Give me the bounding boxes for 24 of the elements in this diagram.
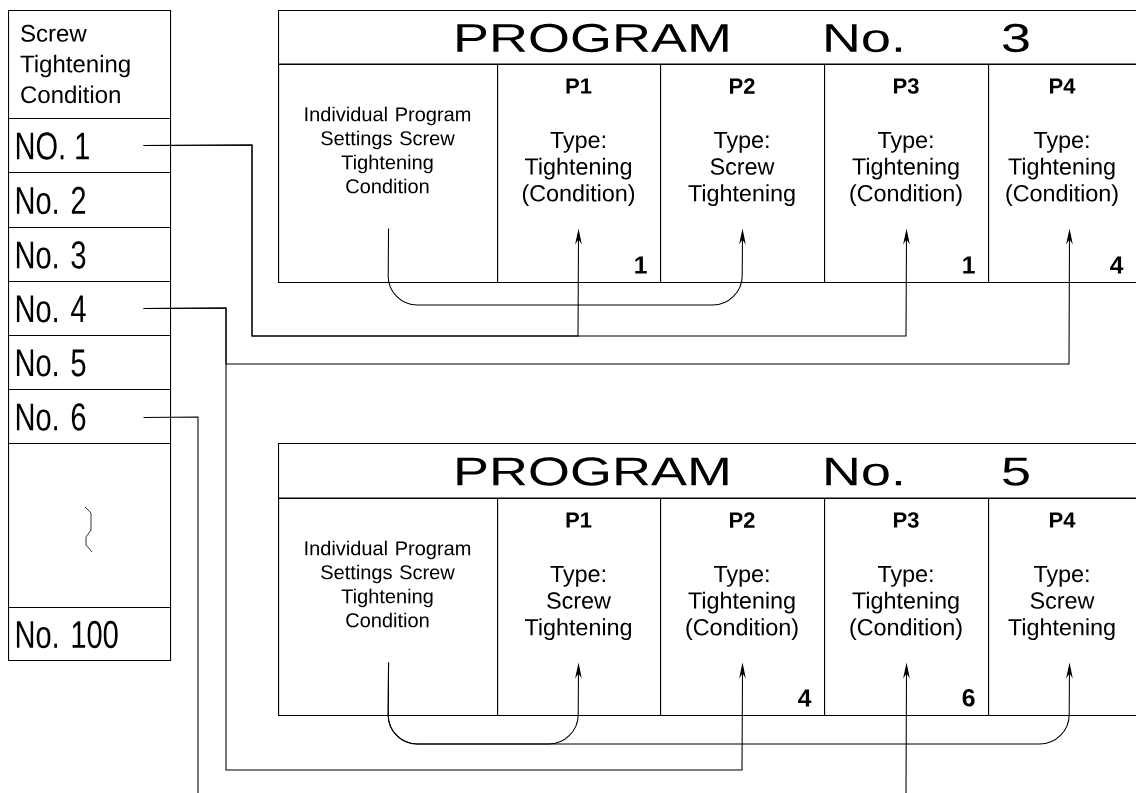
program-cell: P4 Type: Tightening (Condition) 4 xyxy=(988,64,1136,284)
program-cell: P1 Type: Tightening (Condition) 1 xyxy=(497,64,662,284)
condition-cell: No. 6 xyxy=(8,389,172,445)
arrow xyxy=(143,307,746,771)
program-cell: P2 Type: Screw Tightening xyxy=(660,64,826,284)
settings-cell: Individual Program Settings Screw Tightening Condition xyxy=(278,498,499,717)
condition-cell: No. 2 xyxy=(8,172,172,229)
omission-cell xyxy=(8,443,172,609)
condition-cell: No. 100 xyxy=(8,607,172,662)
condition-cell: No. 5 xyxy=(8,335,172,391)
arrow xyxy=(143,144,910,337)
arrow xyxy=(387,662,1073,745)
connector-line xyxy=(143,416,199,793)
settings-cell: Individual Program Settings Screw Tightening Condition xyxy=(278,64,499,284)
program-cell: P3 Type: Tightening (Condition) 1 xyxy=(824,64,990,284)
arrow xyxy=(387,228,746,306)
condition-cell: No. 4 xyxy=(8,281,172,337)
program-cell: P2 Type: Tightening (Condition) 4 xyxy=(660,498,826,717)
program-cell: P3 Type: Tightening (Condition) 6 xyxy=(824,498,990,717)
program-cell: P1 Type: Screw Tightening xyxy=(497,498,662,717)
program-cell: P4 Type: Screw Tightening xyxy=(988,498,1136,717)
header-cell: Screw Tightening Condition xyxy=(8,10,172,120)
condition-cell: NO. 1 xyxy=(8,118,172,174)
condition-cell: No. 3 xyxy=(8,227,172,283)
